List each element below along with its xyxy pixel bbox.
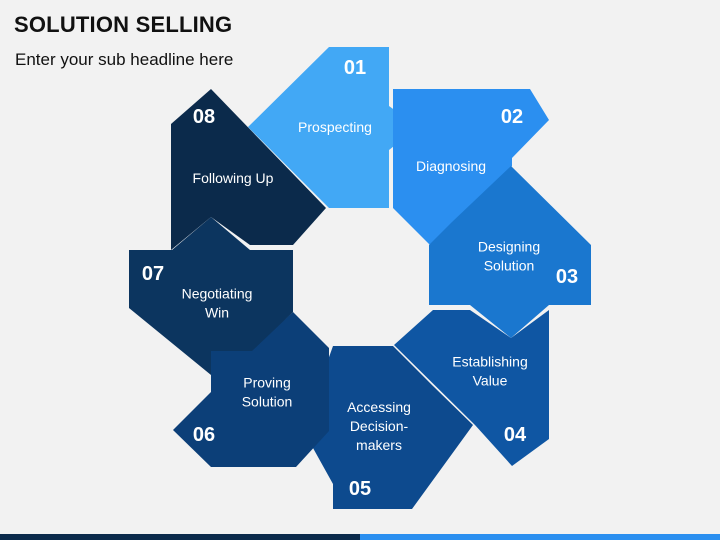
step-03-number: 03 — [556, 266, 578, 288]
step-04-number: 04 — [504, 424, 527, 446]
step-02-arrow-shape — [393, 89, 549, 245]
bottom-bar-light-segment — [360, 534, 720, 540]
step-07-label-line: Negotiating — [182, 286, 253, 302]
step-05-arrow-shape — [303, 346, 473, 509]
step-02-number: 02 — [501, 106, 523, 128]
step-04-label-line: Value — [473, 373, 508, 389]
step-06-label-line: Proving — [243, 375, 290, 391]
step-08-arrow-shape — [171, 89, 326, 250]
step-08-label-line: Following Up — [193, 170, 274, 186]
step-06-arrow-shape — [173, 312, 329, 467]
step-04-arrow-shape — [394, 310, 549, 466]
step-01-label-line: Prospecting — [298, 119, 372, 135]
step-01-number: 01 — [344, 57, 366, 79]
step-05-label-line: Accessing — [347, 399, 411, 415]
step-06-number: 06 — [193, 424, 215, 446]
bottom-accent-bar — [0, 534, 720, 540]
step-05-number: 05 — [349, 478, 371, 500]
step-03-label-line: Designing — [478, 239, 540, 255]
step-07-arrow-shape — [129, 217, 293, 375]
step-02-label-line: Diagnosing — [416, 158, 486, 174]
step-04-label-line: Establishing — [452, 354, 528, 370]
step-03-arrow-shape — [429, 166, 591, 338]
page-title: SOLUTION SELLING — [14, 12, 233, 37]
step-06-label-line: Solution — [242, 394, 293, 410]
step-05-label-line: makers — [356, 437, 402, 453]
step-03-label-line: Solution — [484, 258, 535, 274]
step-01-arrow-shape — [248, 47, 418, 208]
step-07-label-line: Win — [205, 305, 229, 321]
step-05-label-line: Decision- — [350, 418, 409, 434]
step-07-number: 07 — [142, 263, 164, 285]
step-08-number: 08 — [193, 106, 215, 128]
page-subtitle: Enter your sub headline here — [15, 50, 234, 69]
bottom-bar-dark-segment — [0, 534, 360, 540]
